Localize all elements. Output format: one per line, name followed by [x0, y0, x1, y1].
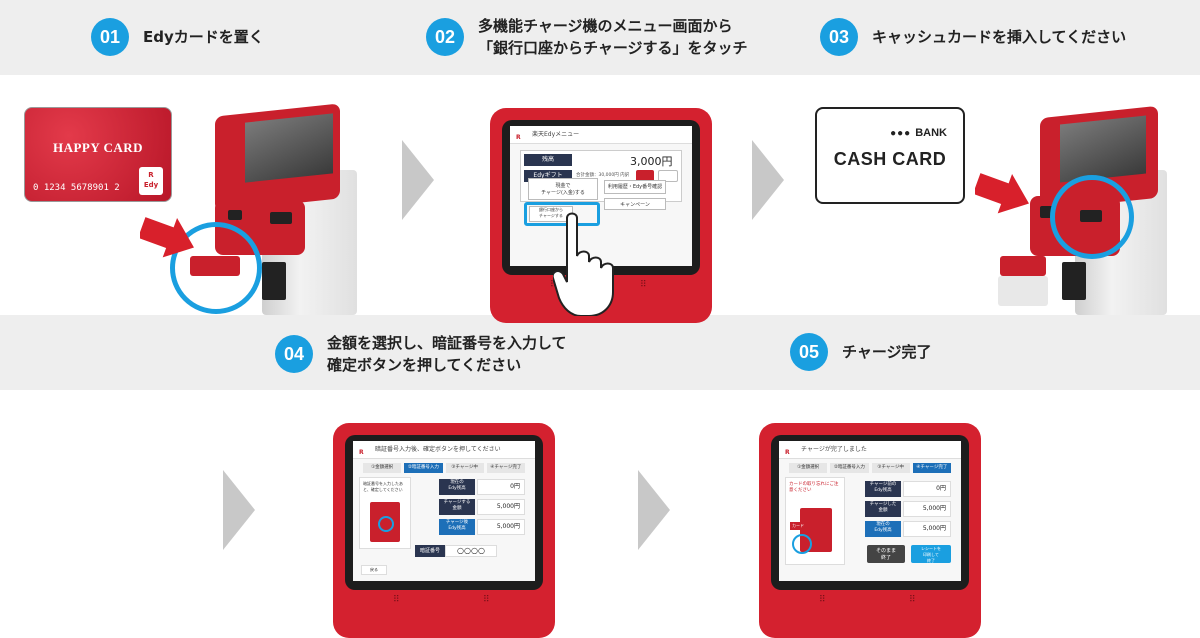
row-value: 5,000円	[477, 499, 525, 515]
speaker-icon: ⠿	[393, 595, 401, 605]
campaign-button[interactable]: キャンペーン	[604, 198, 666, 210]
row-label: 現在の Edy残高	[865, 521, 901, 537]
step-text: Edyカードを置く	[143, 26, 264, 48]
step-02: 02 多機能チャージ機のメニュー画面から 「銀行口座からチャージする」をタッチ	[426, 15, 748, 59]
row-label: チャージした 金額	[865, 501, 901, 517]
bank-dots-icon: ●●●	[890, 128, 911, 139]
end-button[interactable]: そのまま 終了	[867, 545, 905, 563]
history-button[interactable]: 利用履歴・Edy番号確認	[604, 180, 666, 194]
guide-note: 暗証番号を入力したあと、確定してください	[363, 481, 403, 492]
card-number: 0 1234 5678901 2	[33, 183, 120, 193]
balance-amount: 3,000円	[630, 153, 673, 169]
speaker-icon: ⠿	[483, 595, 491, 605]
touch-panel-step4: R 暗証番号入力後、確定ボタンを押してください ①金額選択 ②暗証番号入力 ③チ…	[333, 423, 555, 638]
print-receipt-button[interactable]: レシートを 印刷して 終了	[911, 545, 951, 563]
step-number: 02	[426, 18, 464, 56]
step-number: 01	[91, 18, 129, 56]
row-value: 0円	[477, 479, 525, 495]
kiosk-screen	[1060, 115, 1146, 182]
speaker-icon: ⠿	[819, 595, 827, 605]
next-arrow-icon	[638, 470, 670, 550]
row-label: 現在の Edy残高	[439, 479, 475, 495]
step-number: 04	[275, 335, 313, 373]
cash-card: ●●● BANK CASH CARD	[815, 107, 965, 204]
screen-title-text: チャージが完了しました	[801, 446, 867, 453]
red-arrow-icon	[140, 216, 196, 258]
step-number: 03	[820, 18, 858, 56]
card-title: CASH CARD	[817, 149, 963, 170]
bank-label: BANK	[915, 127, 947, 139]
next-arrow-icon	[752, 140, 784, 220]
hand-pointer-icon	[553, 212, 625, 316]
speaker-icon: ⠿	[909, 595, 917, 605]
screen-title: R チャージが完了しました	[779, 441, 961, 459]
complete-screen: R チャージが完了しました ①金額選択 ②暗証番号入力 ③チャージ中 ④チャージ…	[779, 441, 961, 581]
progress-step: ③チャージ中	[446, 463, 484, 473]
guide-note: カードの取り忘れにご注意ください	[789, 482, 838, 493]
progress-step: ①金額選択	[789, 463, 827, 473]
cash-slot	[262, 262, 286, 300]
progress-steps: ①金額選択 ②暗証番号入力 ③チャージ中 ④チャージ完了	[363, 463, 525, 473]
touch-panel-step5: R チャージが完了しました ①金額選択 ②暗証番号入力 ③チャージ中 ④チャージ…	[759, 423, 981, 638]
red-arrow-icon	[975, 172, 1031, 214]
progress-steps: ①金額選択 ②暗証番号入力 ③チャージ中 ④チャージ完了	[789, 463, 951, 473]
step-text: チャージ完了	[842, 341, 932, 363]
rakuten-logo-icon: R	[516, 129, 528, 141]
balance-label: 残高	[524, 154, 572, 166]
guide-panel: 暗証番号を入力したあと、確定してください	[359, 477, 411, 549]
kiosk-screen	[245, 113, 333, 182]
row-label: チャージする 金額	[439, 499, 475, 515]
reader-base	[998, 276, 1048, 306]
edy-logo-icon: R Edy	[139, 167, 163, 195]
step-03: 03 キャッシュカードを挿入してください	[820, 18, 1126, 56]
row-value: 5,000円	[903, 501, 951, 517]
rakuten-logo-icon: R	[785, 444, 797, 456]
step-04: 04 金額を選択し、暗証番号を入力して 確定ボタンを押してください	[275, 332, 567, 376]
pin-label: 暗証番号	[415, 545, 445, 557]
step-01: 01 Edyカードを置く	[91, 18, 264, 56]
speaker-icon: ⠿	[640, 280, 648, 290]
row-value: 5,000円	[903, 521, 951, 537]
rakuten-logo-icon: R	[359, 444, 371, 456]
screen-title-text: 暗証番号入力後、確定ボタンを押してください	[375, 446, 501, 453]
progress-step-active: ②暗証番号入力	[404, 463, 442, 473]
card-label: カード	[790, 522, 806, 530]
bank-name: ●●● BANK	[890, 127, 947, 139]
progress-step: ①金額選択	[363, 463, 401, 473]
back-button[interactable]: 戻る	[361, 565, 387, 575]
screen-title-text: 楽天Edyメニュー	[532, 131, 579, 138]
step-text: キャッシュカードを挿入してください	[872, 26, 1126, 48]
row-value: 0円	[903, 481, 951, 497]
progress-step: ②暗証番号入力	[830, 463, 868, 473]
edy-card: HAPPY CARD 0 1234 5678901 2 R Edy	[24, 107, 172, 202]
step-number: 05	[790, 333, 828, 371]
highlight-ring	[792, 534, 812, 554]
card-reader	[1000, 256, 1046, 276]
step-text: 多機能チャージ機のメニュー画面から 「銀行口座からチャージする」をタッチ	[478, 15, 748, 59]
screen-title: R 楽天Edyメニュー	[510, 126, 692, 144]
card-title: HAPPY CARD	[25, 140, 171, 156]
next-arrow-icon	[223, 470, 255, 550]
card-slot	[228, 210, 242, 220]
highlight-ring	[1050, 175, 1134, 259]
step-text: 金額を選択し、暗証番号を入力して 確定ボタンを押してください	[327, 332, 567, 376]
steps-header-band-bottom	[0, 315, 1200, 390]
pin-input[interactable]: ○○○○	[445, 545, 497, 557]
screen-title: R 暗証番号入力後、確定ボタンを押してください	[353, 441, 535, 459]
row-value: 5,000円	[477, 519, 525, 535]
step-05: 05 チャージ完了	[790, 333, 932, 371]
highlight-ring	[378, 516, 394, 532]
card-slot	[270, 212, 292, 224]
row-label: チャージ前の Edy残高	[865, 481, 901, 497]
row-label: チャージ後 Edy残高	[439, 519, 475, 535]
progress-step: ③チャージ中	[872, 463, 910, 473]
pin-screen: R 暗証番号入力後、確定ボタンを押してください ①金額選択 ②暗証番号入力 ③チ…	[353, 441, 535, 581]
progress-step-active: ④チャージ完了	[913, 463, 951, 473]
charge-cash-button[interactable]: 現金で チャージ(入金)する	[528, 178, 598, 200]
guide-panel: カードの取り忘れにご注意ください カード	[785, 477, 845, 565]
progress-step: ④チャージ完了	[487, 463, 525, 473]
next-arrow-icon	[402, 140, 434, 220]
cash-slot	[1062, 262, 1086, 300]
